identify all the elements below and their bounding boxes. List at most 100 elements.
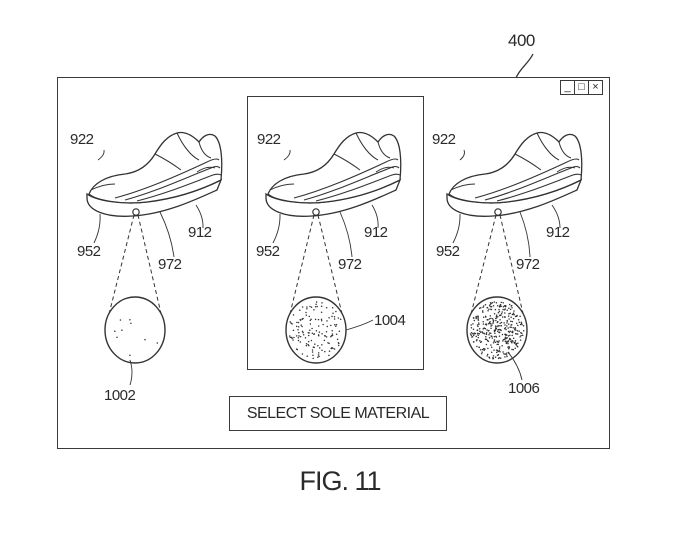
- select-sole-material-button[interactable]: SELECT SOLE MATERIAL: [229, 396, 447, 431]
- texture-dot: [490, 351, 493, 353]
- texture-dot: [481, 348, 484, 351]
- material-sample-circle[interactable]: [466, 296, 528, 364]
- sole-label: 952: [77, 243, 101, 260]
- texture-dot: [485, 323, 488, 325]
- texture-dot: [322, 323, 324, 326]
- texture-dot: [288, 335, 291, 337]
- texture-dot: [485, 335, 487, 338]
- texture-dot: [504, 327, 507, 329]
- texture-dot: [493, 349, 495, 351]
- texture-dot: [323, 339, 326, 342]
- texture-dot: [497, 350, 499, 353]
- texture-dot: [509, 308, 512, 311]
- texture-dot: [330, 334, 333, 337]
- texture-dot: [481, 310, 484, 312]
- texture-dot: [507, 347, 510, 350]
- texture-dot: [302, 333, 305, 336]
- texture-dot: [495, 327, 497, 330]
- texture-dot: [518, 330, 520, 332]
- texture-dot: [472, 341, 475, 343]
- texture-dot: [497, 320, 499, 323]
- texture-dot: [114, 330, 116, 333]
- texture-dot: [321, 302, 323, 304]
- texture-dot: [494, 308, 497, 311]
- texture-dot: [504, 312, 506, 314]
- texture-dot: [301, 330, 304, 333]
- sample-label: 1004: [374, 312, 406, 329]
- sole-sample-point: [132, 208, 140, 216]
- texture-dot: [489, 303, 491, 306]
- texture-dot: [504, 356, 506, 358]
- magnify-line-right: [137, 214, 164, 323]
- texture-dot: [304, 337, 307, 339]
- texture-dot: [471, 336, 473, 338]
- material-sample-circle[interactable]: [104, 296, 166, 364]
- texture-dot: [318, 331, 321, 333]
- texture-dot: [514, 347, 516, 350]
- texture-dot: [494, 356, 497, 358]
- sample-leader-line: [345, 319, 374, 331]
- texture-dot: [500, 312, 503, 315]
- texture-dot: [490, 317, 492, 320]
- texture-dot: [517, 324, 519, 327]
- texture-dot: [479, 339, 481, 342]
- texture-dot: [488, 337, 491, 339]
- texture-dot: [478, 346, 481, 349]
- window-controls: _ □ ×: [560, 80, 607, 96]
- texture-dot: [505, 352, 508, 354]
- texture-dot: [515, 342, 518, 345]
- texture-dot: [507, 342, 509, 345]
- texture-dot: [495, 302, 498, 304]
- texture-dot: [498, 310, 501, 313]
- texture-dot: [511, 313, 514, 316]
- texture-dot: [508, 345, 510, 348]
- texture-dot: [492, 357, 494, 360]
- texture-dot: [506, 322, 508, 324]
- texture-dot: [487, 330, 490, 332]
- sole-sample-point: [494, 208, 502, 216]
- texture-dot: [493, 301, 496, 303]
- shoe-panel[interactable]: [86, 131, 223, 386]
- texture-dot: [502, 301, 504, 304]
- texture-dot: [316, 305, 318, 308]
- point-leader-line: [339, 211, 353, 258]
- texture-dot: [483, 347, 485, 350]
- texture-dot: [328, 354, 330, 357]
- texture-dot: [518, 321, 521, 323]
- texture-dot: [499, 319, 501, 321]
- texture-dot: [506, 309, 508, 311]
- texture-dot: [511, 348, 513, 351]
- texture-dot: [313, 308, 315, 311]
- texture-dot: [492, 341, 495, 344]
- texture-dot: [510, 323, 513, 326]
- texture-dot: [521, 334, 524, 337]
- texture-dot: [337, 317, 340, 319]
- texture-dot: [129, 319, 131, 321]
- texture-dot: [496, 304, 499, 307]
- texture-dot: [504, 324, 506, 326]
- point-leader-line: [159, 211, 175, 258]
- texture-dot: [292, 329, 295, 332]
- texture-dot: [500, 314, 502, 317]
- close-button[interactable]: ×: [588, 80, 603, 95]
- texture-dot: [315, 330, 318, 332]
- texture-dot: [494, 325, 497, 327]
- texture-dot: [335, 333, 338, 335]
- texture-dot: [469, 333, 472, 335]
- texture-dot: [502, 308, 504, 311]
- texture-dot: [301, 306, 304, 308]
- texture-dot: [512, 337, 515, 340]
- texture-dot: [472, 328, 475, 330]
- texture-dot: [156, 342, 159, 344]
- texture-dot: [491, 337, 494, 339]
- texture-dot: [511, 307, 513, 309]
- texture-dot: [491, 335, 493, 338]
- material-texture: [288, 301, 342, 360]
- texture-dot: [488, 334, 490, 336]
- texture-dot: [490, 308, 492, 310]
- stripe-leader-line: [551, 204, 561, 229]
- texture-dot: [481, 330, 483, 333]
- sole-sample-point: [312, 208, 320, 216]
- texture-dot: [326, 325, 329, 328]
- shoe-panel[interactable]: [446, 131, 583, 381]
